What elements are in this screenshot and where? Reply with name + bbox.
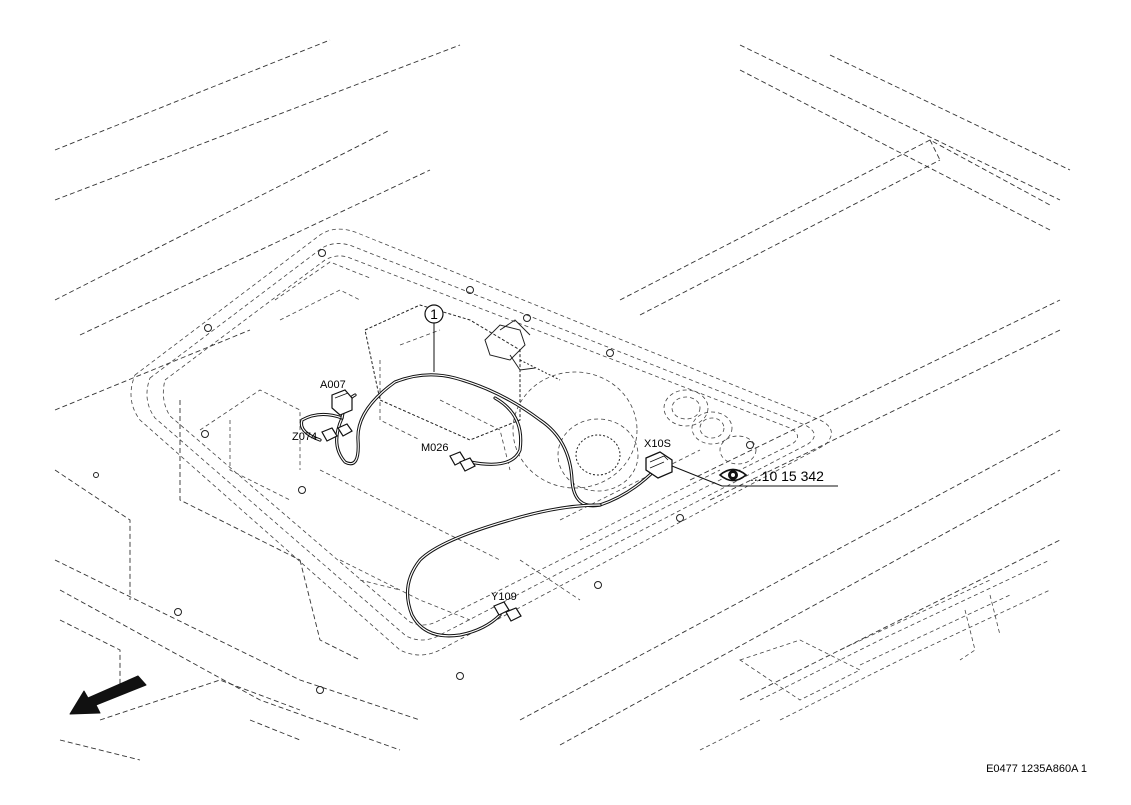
cab-floor-recess xyxy=(130,228,832,656)
rear-grille xyxy=(699,559,1051,751)
connector-a007[interactable] xyxy=(331,389,353,416)
connector-m026[interactable] xyxy=(449,451,476,472)
callout-1: 1 xyxy=(424,304,444,372)
connector-y109[interactable] xyxy=(493,601,522,622)
label-x10s: X10S xyxy=(644,438,671,450)
label-y109: Y109 xyxy=(491,591,517,603)
wiring-harness xyxy=(299,373,657,638)
label-a007: A007 xyxy=(320,379,346,391)
reference-text: ...10 15 342 xyxy=(750,468,824,484)
connector-x10s[interactable] xyxy=(645,451,673,479)
label-m026: M026 xyxy=(421,442,449,454)
connector-z074[interactable] xyxy=(321,423,353,442)
arrow-down-left-icon xyxy=(69,675,147,715)
drawing-code: E0477 1235A860A 1 xyxy=(986,763,1087,775)
blower-unit xyxy=(364,304,639,492)
reference-callout: ...10 15 342 xyxy=(671,465,838,487)
eye-icon xyxy=(718,468,748,482)
connectors xyxy=(321,389,673,622)
label-z074: Z074 xyxy=(292,431,317,443)
vehicle-body-outline xyxy=(54,39,1071,761)
mounting-holes xyxy=(93,249,754,694)
air-ducts xyxy=(663,389,757,465)
callout-number: 1 xyxy=(430,306,438,322)
